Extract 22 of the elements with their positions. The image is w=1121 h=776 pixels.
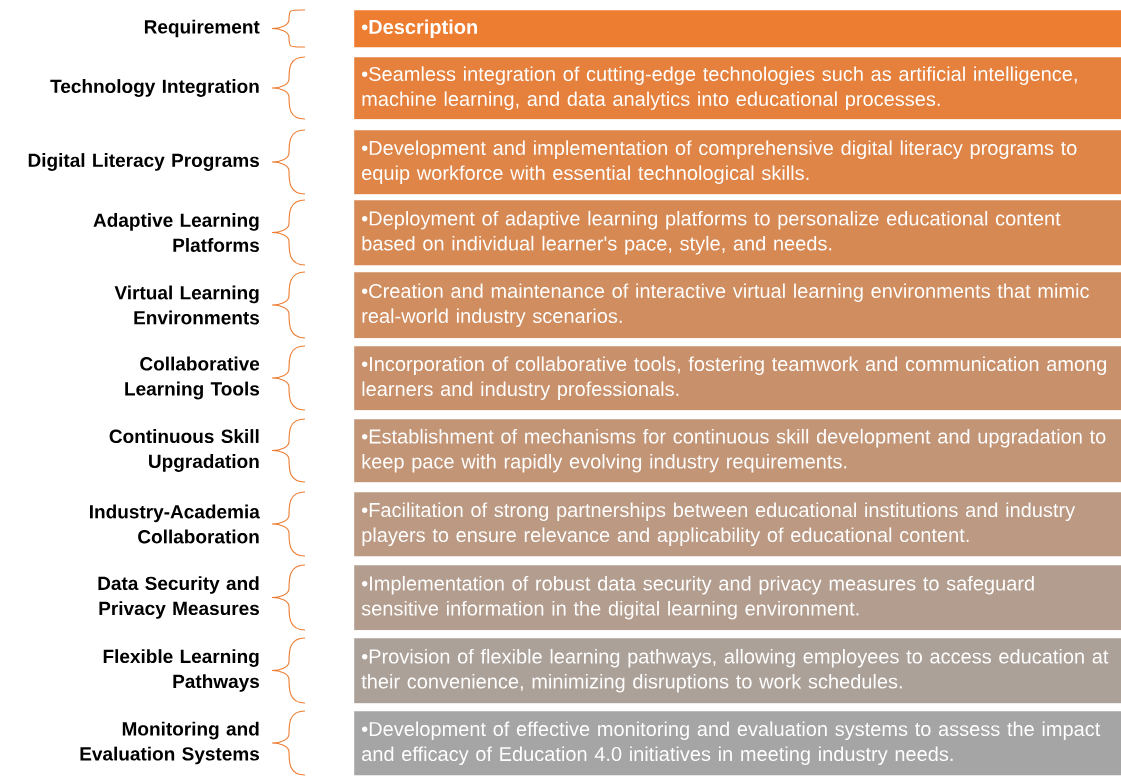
description-box: •Incorporation of collaborative tools, fostering teamwork and communication among learners and industry professionals. — [354, 346, 1121, 411]
description-box: •Establishment of mechanisms for continuous skill development and upgradation to keep pace with rapidly evolving industry requirements. — [354, 419, 1121, 483]
description-box: •Seamless integration of cutting-edge technologies such as artificial intelligence, machine learning, and data analytics into educational processes. — [354, 57, 1121, 120]
row-label: Virtual Learning Environments — [114, 285, 259, 325]
description-box: •Creation and maintenance of interactive virtual learning environments that mimic real-world industry scenarios. — [354, 272, 1121, 339]
description-box: •Implementation of robust data security and privacy measures to safeguard sensitive information in the digital learning environment. — [354, 565, 1121, 631]
row-label: Monitoring and Evaluation Systems — [80, 721, 259, 765]
description-box: •Provision of flexible learning pathways, allowing employees to access education at their convenience, minimizing disruptions to work schedules. — [354, 638, 1121, 704]
row-label: Industry-Academia Collaboration — [90, 504, 260, 544]
description-box: •Development and implementation of comprehensive digital literacy programs to equip workforce with essential technological skills. — [354, 130, 1121, 195]
row-label: Adaptive Learning Platforms — [93, 213, 259, 252]
description-box: •Development of effective monitoring and evaluation systems to assess the impact and efficacy of Education 4.0 initiatives in meeting industry needs. — [354, 711, 1121, 776]
description-box: •Deployment of adaptive learning platforms to personalize educational content based on individual learner's pace, style, and needs. — [354, 200, 1121, 266]
row-label: Continuous Skill Upgradation — [109, 429, 259, 472]
row-label: Collaborative Learning Tools — [125, 356, 260, 400]
row-label: Technology Integration — [50, 79, 259, 97]
row-label: Digital Literacy Programs — [28, 153, 259, 171]
row-label: Flexible Learning Pathways — [103, 649, 259, 692]
row-label: Data Security and Privacy Measures — [98, 576, 259, 619]
description-box: •Description — [354, 10, 1121, 48]
row-label: Requirement — [144, 19, 260, 38]
description-box: •Facilitation of strong partnerships between educational institutions and industry players to ensure relevance and applicability of educational content. — [354, 492, 1121, 557]
